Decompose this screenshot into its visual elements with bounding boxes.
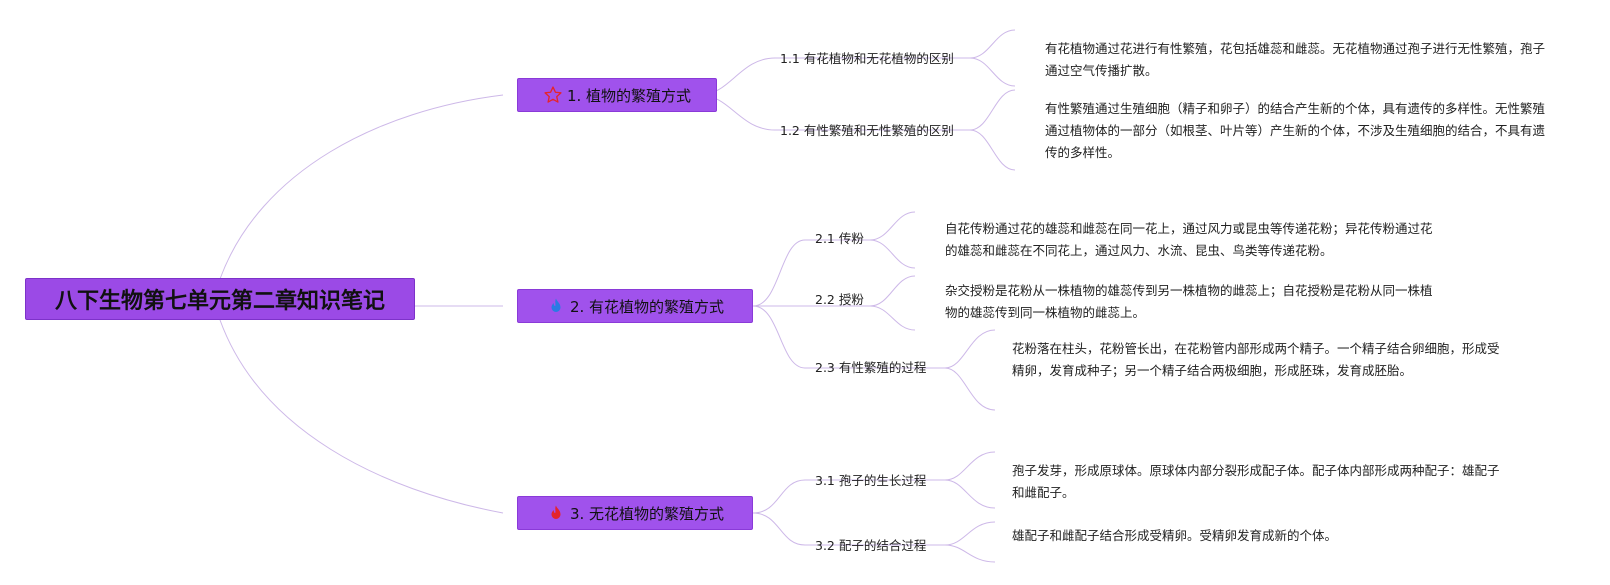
note-2-2: 杂交授粉是花粉从一株植物的雄蕊传到另一株植物的雌蕊上；自花授粉是花粉从同一株植物… — [945, 283, 1433, 320]
note-1-2: 有性繁殖通过生殖细胞（精子和卵子）的结合产生新的个体，具有遗传的多样性。无性繁殖… — [1045, 101, 1546, 160]
note-3-1: 孢子发芽，形成原球体。原球体内部分裂形成配子体。配子体内部形成两种配子：雄配子和… — [1012, 463, 1500, 500]
topic-node-1[interactable]: 1. 植物的繁殖方式 — [517, 78, 717, 112]
star-outline-icon — [543, 85, 563, 105]
root-node[interactable]: 八下生物第七单元第二章知识笔记 — [25, 278, 415, 320]
topic-label: 3. 无花植物的繁殖方式 — [569, 504, 725, 523]
topic-label: 1. 植物的繁殖方式 — [566, 86, 692, 105]
topic-node-3[interactable]: 3. 无花植物的繁殖方式 — [517, 496, 753, 530]
topic-node-2[interactable]: 2. 有花植物的繁殖方式 — [517, 289, 753, 323]
root-title: 八下生物第七单元第二章知识笔记 — [54, 289, 385, 314]
subtopic-2-2[interactable]: 2.2 授粉 — [815, 292, 864, 307]
subtopic-3-2[interactable]: 3.2 配子的结合过程 — [815, 538, 927, 553]
subtopic-1-2[interactable]: 1.2 有性繁殖和无性繁殖的区别 — [780, 123, 954, 138]
note-2-3: 花粉落在柱头，花粉管长出，在花粉管内部形成两个精子。一个精子结合卵细胞，形成受精… — [1012, 341, 1500, 378]
subtopic-1-1[interactable]: 1.1 有花植物和无花植物的区别 — [780, 51, 954, 66]
note-1-1: 有花植物通过花进行有性繁殖，花包括雄蕊和雌蕊。无花植物通过孢子进行无性繁殖，孢子… — [1045, 41, 1546, 78]
blue-flame-icon — [546, 296, 566, 316]
subtopic-2-1[interactable]: 2.1 传粉 — [815, 231, 864, 246]
note-3-2: 雄配子和雌配子结合形成受精卵。受精卵发育成新的个体。 — [1012, 528, 1338, 543]
subtopic-3-1[interactable]: 3.1 孢子的生长过程 — [815, 473, 927, 488]
subtopic-2-3[interactable]: 2.3 有性繁殖的过程 — [815, 360, 927, 375]
red-fire-icon — [546, 503, 566, 523]
topic-label: 2. 有花植物的繁殖方式 — [569, 297, 725, 316]
note-2-1: 自花传粉通过花的雄蕊和雌蕊在同一花上，通过风力或昆虫等传递花粉；异花传粉通过花的… — [945, 221, 1433, 258]
